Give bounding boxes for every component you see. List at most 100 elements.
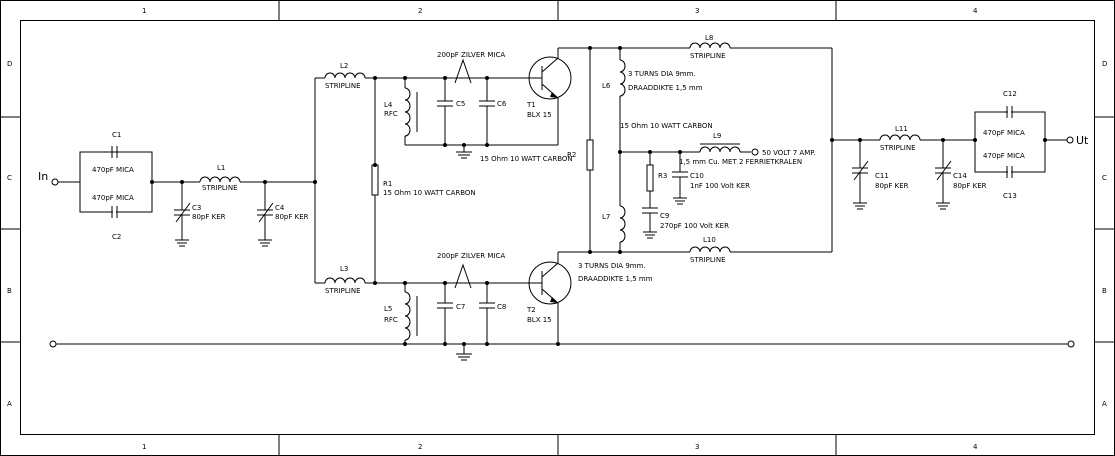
svg-text:C11: C11 [875,172,889,180]
resistor-r3: R3 [646,152,667,208]
svg-text:STRIPLINE: STRIPLINE [202,184,238,192]
bottom-amplifier-stage: L5 RFC C7 C8 200pF ZILVER MICA [384,252,572,361]
inductor-l7: L7 3 TURNS DIA 9mm. DRAADDIKTE 1,5 mm [578,152,653,283]
svg-text:C6: C6 [497,100,507,108]
input-splitter: L2 STRIPLINE L3 STRIPLINE R1 15 Ohm 10 W… [314,62,520,295]
inductor-l3: L3 STRIPLINE [324,265,366,295]
svg-text:C2: C2 [112,233,121,241]
capacitor-c10: C10 1nF 100 Volt KER [672,152,750,205]
svg-text:T1: T1 [526,101,536,109]
col-label-1-top: 1 [142,7,146,15]
supply-terminal [751,148,759,156]
capacitor-c6: C6 [479,76,507,147]
svg-text:C13: C13 [1003,192,1017,200]
trimmer-c14: C14 80pF KER [935,140,987,210]
svg-text:L4: L4 [384,101,393,109]
rfc-l5: L5 RFC [384,283,418,344]
svg-text:15 Ohm 10 WATT CARBON: 15 Ohm 10 WATT CARBON [620,122,713,130]
svg-text:15 Ohm 10 WATT CARBON: 15 Ohm 10 WATT CARBON [383,189,476,197]
capacitor-c9: C9 270pF 100 Volt KER [642,207,729,239]
svg-text:L8: L8 [705,34,713,42]
input-port-label: In [38,170,48,183]
svg-text:L2: L2 [340,62,348,70]
svg-text:470pF MICA: 470pF MICA [983,129,1025,137]
rfc-l4: L4 RFC [384,78,418,145]
svg-text:C8: C8 [497,303,506,311]
svg-text:80pF KER: 80pF KER [275,213,309,221]
trimmer-c3: C3 80pF KER [174,182,226,247]
svg-text:3 TURNS DIA 9mm.: 3 TURNS DIA 9mm. [628,70,696,78]
svg-text:STRIPLINE: STRIPLINE [690,256,726,264]
output-terminal [1066,136,1074,144]
trimmer-c11: C11 80pF KER [852,140,909,210]
svg-text:L11: L11 [895,125,908,133]
svg-text:C5: C5 [456,100,465,108]
svg-text:L10: L10 [703,236,716,244]
svg-text:C10: C10 [690,172,704,180]
col-label-2-bottom: 2 [418,443,422,451]
choke-l9: L9 1,5 mm Cu. MET 2 FERRIETKRALEN [679,132,802,166]
output-section: L11 STRIPLINE C11 80pF KER C14 [832,90,1089,210]
svg-text:RFC: RFC [384,110,398,118]
svg-text:80pF KER: 80pF KER [192,213,226,221]
svg-text:L9: L9 [713,132,721,140]
inductor-l11: L11 STRIPLINE [879,125,975,152]
svg-text:R1: R1 [383,180,392,188]
row-label-d-left: D [7,60,12,68]
col-label-3-bottom: 3 [695,443,699,451]
trimmer-c4: C4 80pF KER [257,182,309,247]
svg-text:BLX 15: BLX 15 [527,316,552,324]
svg-text:470pF MICA: 470pF MICA [92,194,134,202]
svg-text:C9: C9 [660,212,669,220]
capacitor-c12: C12 470pF MICA [983,90,1025,137]
svg-text:1,5 mm Cu. MET 2 FERRIETKRALEN: 1,5 mm Cu. MET 2 FERRIETKRALEN [679,158,802,166]
svg-text:R2: R2 [567,151,576,159]
ground-symbol-bottom [456,342,472,361]
inductor-l10: L10 STRIPLINE [689,236,832,264]
capacitor-c8: C8 [479,281,506,346]
svg-text:1nF 100 Volt KER: 1nF 100 Volt KER [690,182,750,190]
svg-text:R3: R3 [658,172,667,180]
svg-text:C3: C3 [192,204,201,212]
row-label-c-right: C [1102,174,1107,182]
row-label-a-left: A [7,400,12,408]
col-label-4-bottom: 4 [973,443,978,451]
row-label-b-left: B [7,287,12,295]
svg-text:L6: L6 [602,82,611,90]
output-combiner: R2 15 Ohm 10 WATT CARBON L6 3 TURNS DIA … [558,34,834,283]
svg-text:BLX 15: BLX 15 [527,111,552,119]
row-label-c-left: C [7,174,12,182]
svg-text:C7: C7 [456,303,465,311]
svg-text:80pF KER: 80pF KER [875,182,909,190]
ground-rail [49,340,1075,348]
c12-c13-parallel-box [974,111,1046,173]
resistor-r2: R2 15 Ohm 10 WATT CARBON [567,48,713,252]
inductor-l1: L1 STRIPLINE [199,164,315,192]
svg-text:C1: C1 [112,131,121,139]
capacitor-c1: C1 470pF MICA [80,131,152,174]
capacitor-c5: C5 [437,76,465,147]
row-label-a-right: A [1102,400,1107,408]
top-emitter-note: 15 Ohm 10 WATT CARBON [480,155,573,163]
transistor-t2: T2 BLX 15 [520,252,572,346]
transistor-t1: T1 BLX 15 [520,48,572,145]
row-label-b-right: B [1102,287,1107,295]
ground-symbol-top [456,143,472,159]
svg-text:L1: L1 [217,164,225,172]
svg-text:STRIPLINE: STRIPLINE [325,287,361,295]
top-amplifier-stage: L4 RFC C5 C6 200pF ZILVER MICA [384,48,573,163]
svg-text:80pF KER: 80pF KER [953,182,987,190]
svg-text:DRAADDIKTE 1,5 mm: DRAADDIKTE 1,5 mm [628,84,703,92]
inductor-l6: L6 3 TURNS DIA 9mm. DRAADDIKTE 1,5 mm [602,48,703,152]
col-label-4-top: 4 [973,7,978,15]
svg-text:DRAADDIKTE 1,5 mm: DRAADDIKTE 1,5 mm [578,275,653,283]
svg-text:C4: C4 [275,204,285,212]
svg-text:C12: C12 [1003,90,1017,98]
svg-text:RFC: RFC [384,316,398,324]
col-label-3-top: 3 [695,7,699,15]
svg-text:STRIPLINE: STRIPLINE [690,52,726,60]
svg-text:470pF MICA: 470pF MICA [983,152,1025,160]
row-label-d-right: D [1102,60,1107,68]
capacitor-c2: 470pF MICA C2 [92,194,134,241]
